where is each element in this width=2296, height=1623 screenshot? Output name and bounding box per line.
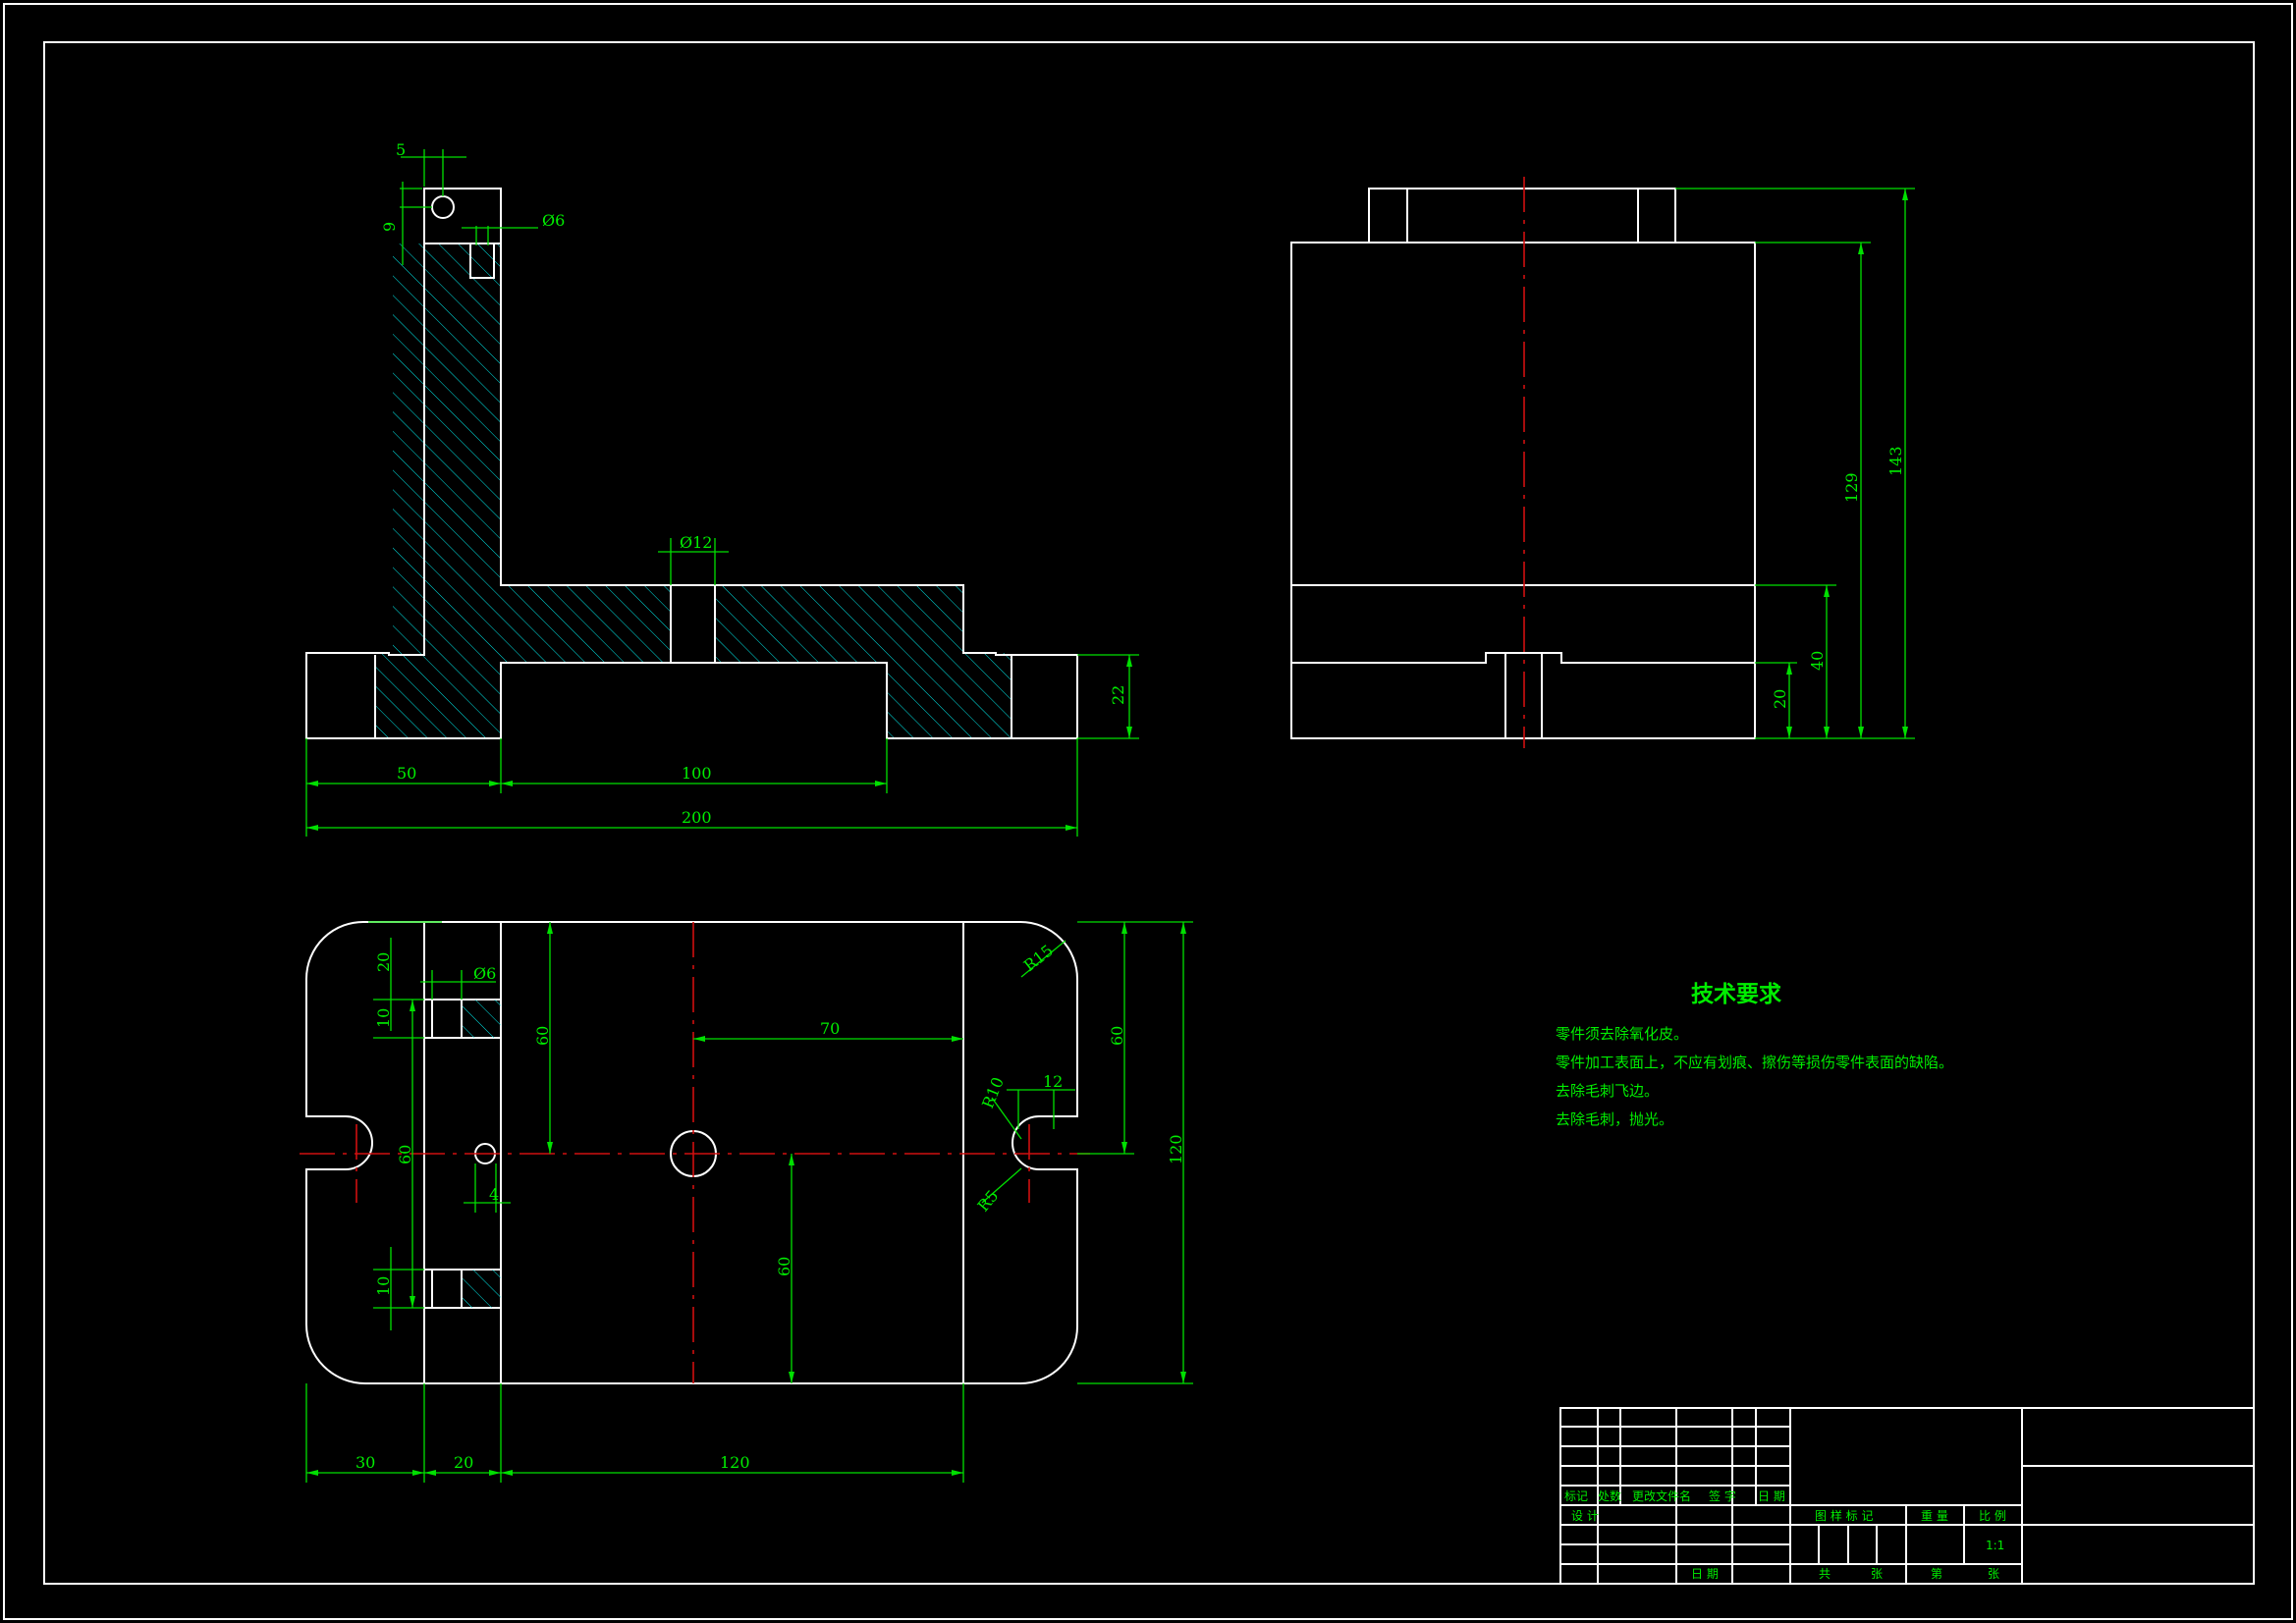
dim-side-143: 143 bbox=[1886, 446, 1905, 476]
dim-front-phi6: Ø6 bbox=[542, 211, 565, 230]
tb-signature: 签 字 bbox=[1709, 1488, 1736, 1503]
dim-front-100: 100 bbox=[682, 764, 712, 783]
outer-border bbox=[3, 3, 2293, 1620]
dim-top-10a: 10 bbox=[374, 1008, 393, 1028]
title-block: 标记 处数 更改文件名 签 字 日 期 设 计 日 期 图 样 标 记 重 量 … bbox=[1559, 1407, 2255, 1585]
dim-front-200: 200 bbox=[682, 808, 712, 827]
dim-top-20: 20 bbox=[374, 952, 393, 972]
dim-top-120: 120 bbox=[720, 1453, 750, 1472]
tech-req-item: 去除毛刺飞边。 bbox=[1556, 1082, 1659, 1100]
dim-top-phi6: Ø6 bbox=[473, 964, 496, 983]
inner-border bbox=[43, 41, 2255, 1585]
tech-req-item: 去除毛刺，抛光。 bbox=[1556, 1110, 1673, 1128]
tb-date: 日 期 bbox=[1758, 1489, 1785, 1503]
dim-front-phi12: Ø12 bbox=[680, 533, 712, 552]
dim-top-20b: 20 bbox=[454, 1453, 473, 1472]
dim-top-70: 70 bbox=[820, 1019, 840, 1038]
tb-drawing-mark: 图 样 标 记 bbox=[1815, 1508, 1873, 1523]
dim-top-60-left: 60 bbox=[396, 1145, 414, 1164]
tb-count: 处数 bbox=[1598, 1488, 1621, 1503]
front-view: 5 9 Ø6 Ø12 22 50 100 200 bbox=[305, 140, 1139, 837]
tb-sheet-no: 第 bbox=[1931, 1567, 1942, 1581]
tech-requirements: 技术要求 零件须去除氧化皮。 零件加工表面上，不应有划痕、擦伤等损伤零件表面的缺… bbox=[1556, 982, 1953, 1128]
dimension-arrows bbox=[306, 189, 1908, 1476]
tb-total: 共 bbox=[1819, 1567, 1831, 1581]
front-section-hatch bbox=[375, 243, 1011, 738]
dim-side-129: 129 bbox=[1842, 472, 1861, 503]
tb-scale: 比 例 bbox=[1979, 1509, 2006, 1523]
dim-top-4: 4 bbox=[489, 1185, 499, 1204]
tb-change-doc: 更改文件名 bbox=[1632, 1488, 1691, 1503]
dim-top-r10: R10 bbox=[978, 1074, 1008, 1110]
tech-req-item: 零件须去除氧化皮。 bbox=[1556, 1025, 1688, 1043]
dim-top-60-upper: 60 bbox=[533, 1026, 552, 1046]
dim-top-r5: R5 bbox=[974, 1186, 1003, 1215]
top-outline bbox=[305, 920, 1078, 1384]
dim-front-22: 22 bbox=[1109, 685, 1127, 705]
tech-req-item: 零件加工表面上，不应有划痕、擦伤等损伤零件表面的缺陷。 bbox=[1556, 1054, 1953, 1071]
top-view: 20 10 Ø6 60 10 4 60 70 60 120 60 R15 12 bbox=[300, 920, 1193, 1483]
tb-mark: 标记 bbox=[1564, 1489, 1588, 1503]
front-small-hole bbox=[431, 195, 455, 219]
tb-sheets: 张 bbox=[1871, 1567, 1883, 1581]
dim-top-30: 30 bbox=[355, 1453, 375, 1472]
tb-design: 设 计 bbox=[1571, 1509, 1599, 1523]
dim-top-60-lower: 60 bbox=[775, 1257, 793, 1276]
tb-scale-value: 1:1 bbox=[1986, 1539, 2004, 1552]
dim-front-9: 9 bbox=[380, 222, 399, 232]
dim-top-12: 12 bbox=[1043, 1072, 1063, 1091]
tb-date-2: 日 期 bbox=[1691, 1567, 1719, 1581]
dim-top-60-right: 60 bbox=[1108, 1026, 1126, 1046]
tech-req-title: 技术要求 bbox=[1691, 982, 1781, 1007]
dim-front-50: 50 bbox=[397, 764, 416, 783]
tb-weight: 重 量 bbox=[1921, 1509, 1948, 1523]
dim-side-40: 40 bbox=[1808, 651, 1827, 671]
dim-top-r15: R15 bbox=[1020, 941, 1057, 975]
dim-top-10b: 10 bbox=[374, 1276, 393, 1296]
dim-top-120-right: 120 bbox=[1167, 1134, 1185, 1164]
dim-side-20: 20 bbox=[1771, 689, 1789, 709]
tb-sheet: 张 bbox=[1988, 1567, 1999, 1581]
dim-front-5: 5 bbox=[396, 140, 406, 159]
side-view: 143 129 40 20 bbox=[1290, 177, 1915, 748]
